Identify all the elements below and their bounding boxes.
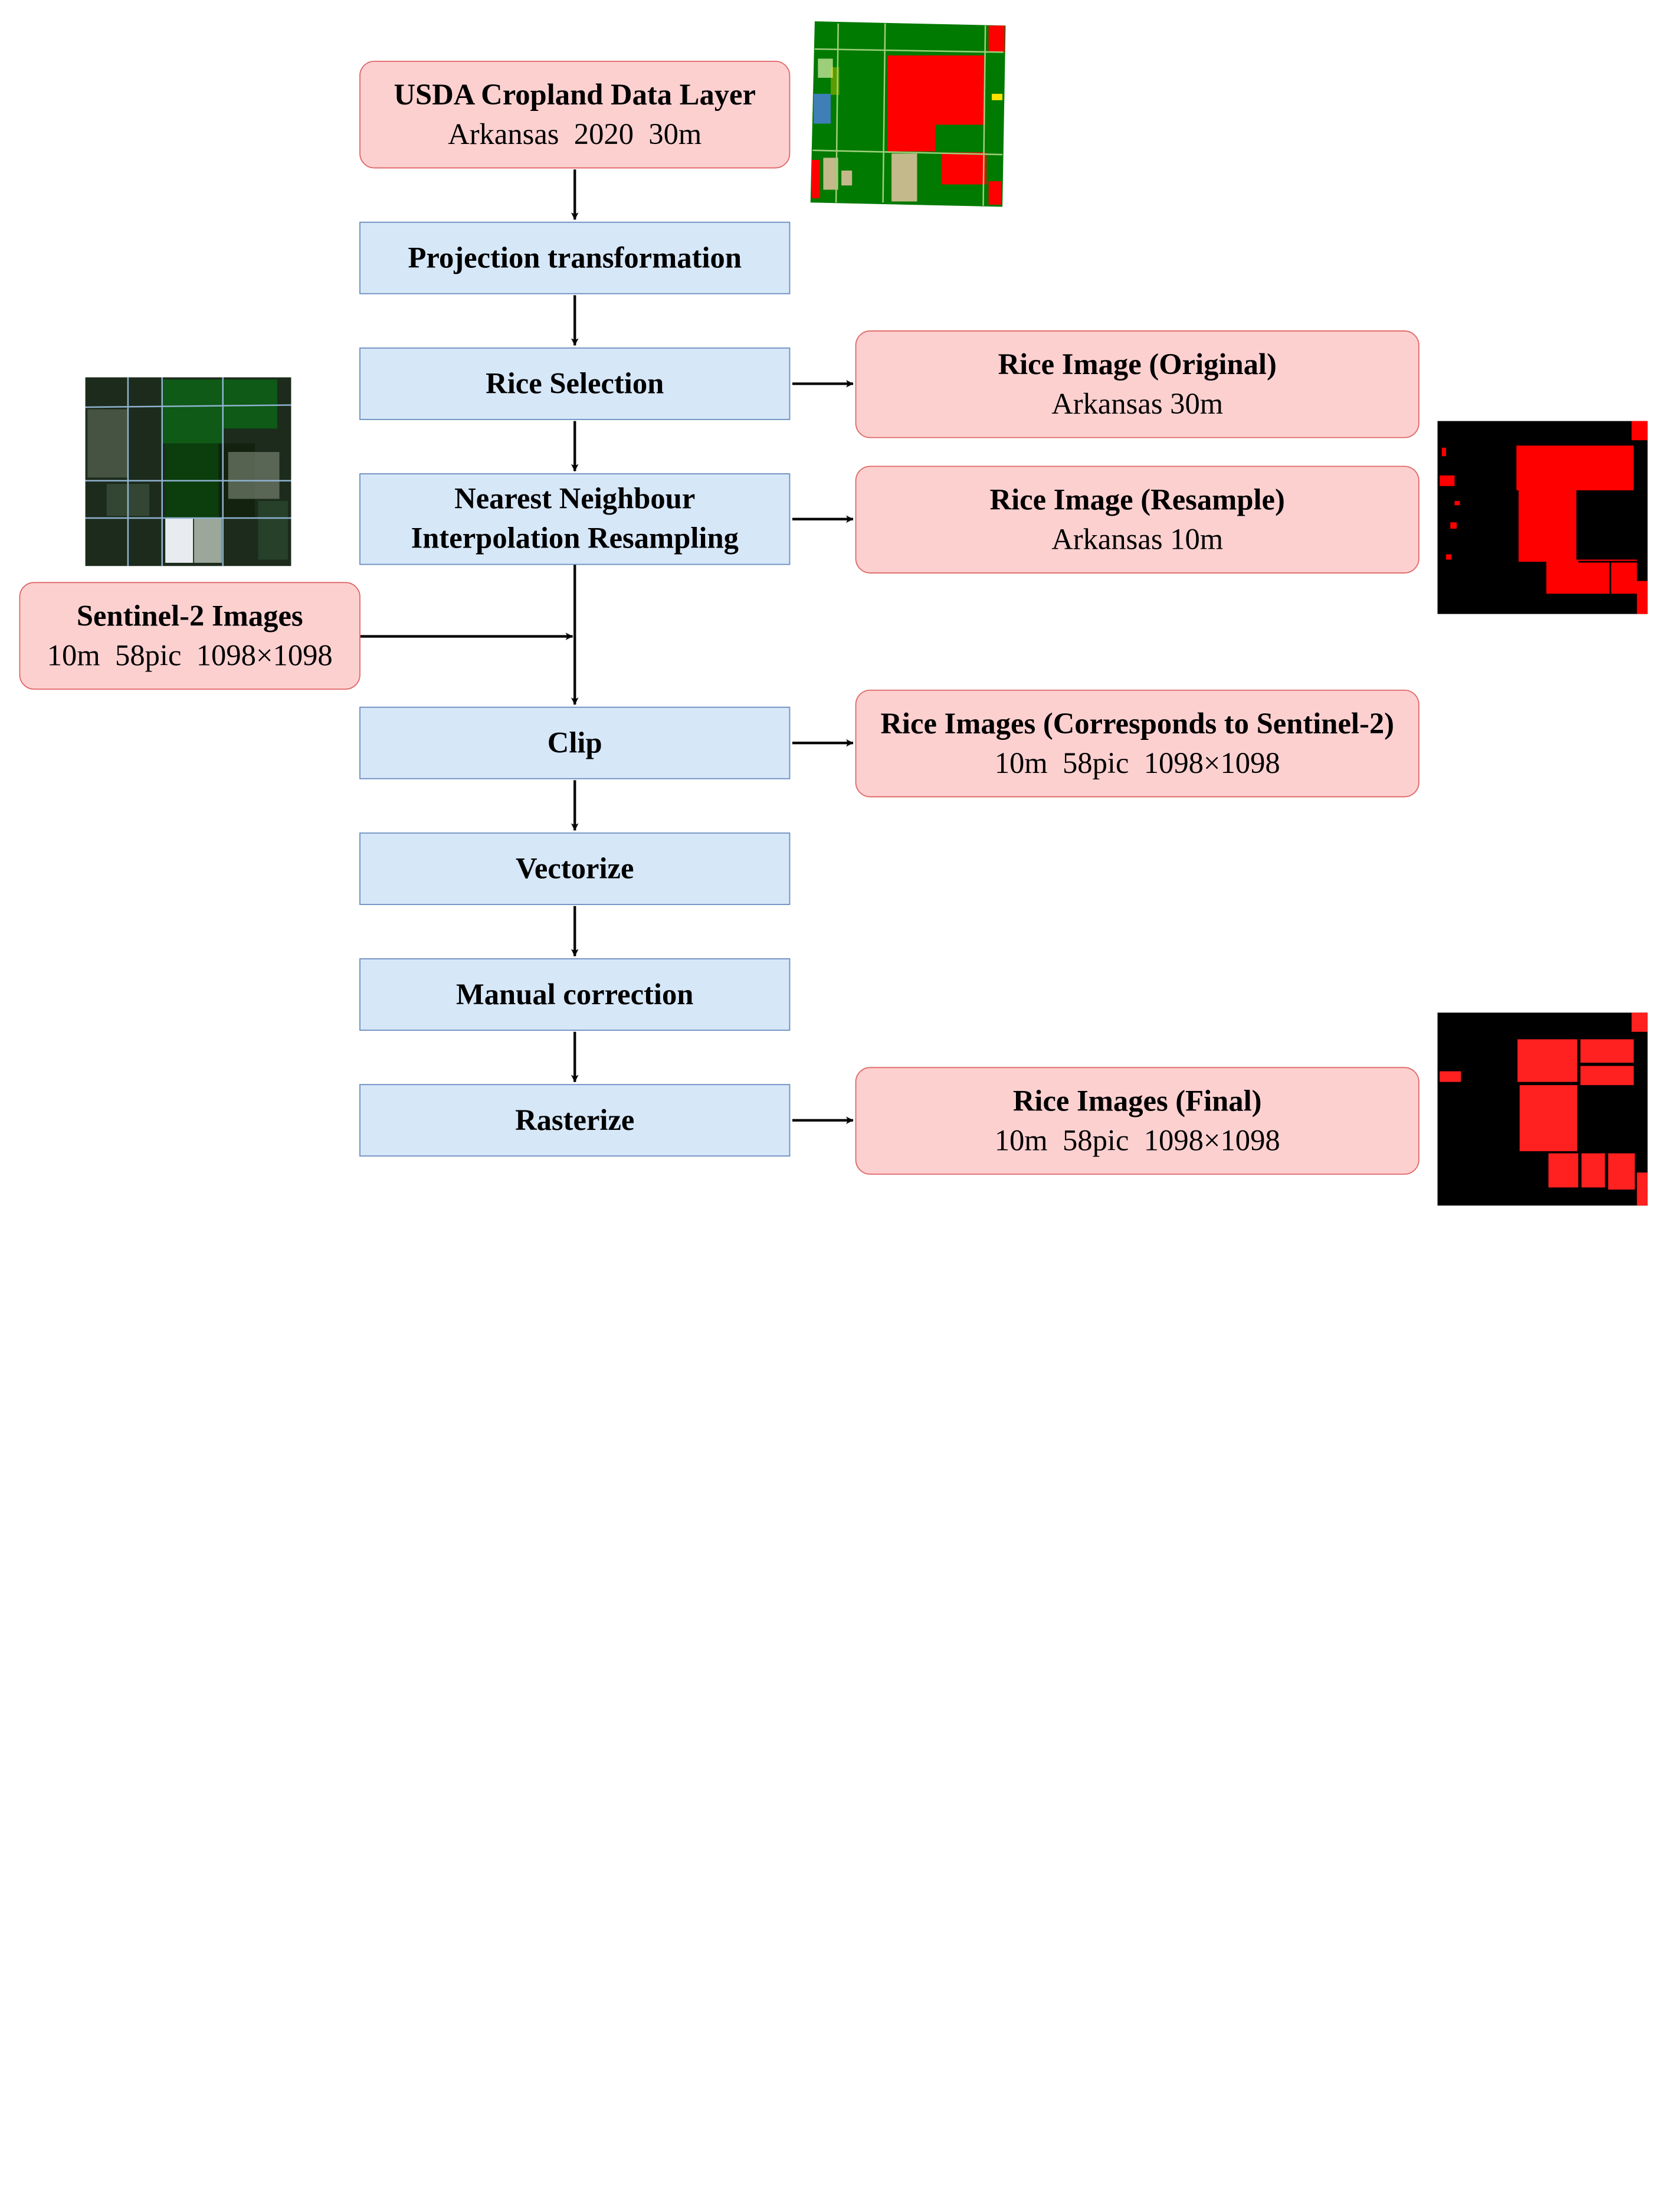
flowchart-arrows	[85, 21, 1648, 1206]
rasterize-box: Rasterize	[359, 1084, 791, 1157]
rice-final-title: Rice Images (Final)	[1012, 1084, 1262, 1118]
manual-correction-box: Manual correction	[359, 958, 791, 1031]
projection-title: Projection transformation	[408, 241, 742, 275]
clip-title: Clip	[547, 726, 602, 760]
vectorize-box: Vectorize	[359, 832, 791, 905]
cdl-thumbnail	[810, 21, 1006, 207]
nearest-neighbour-title-line2: Interpolation Resampling	[411, 522, 739, 556]
rice-sentinel-box: Rice Images (Corresponds to Sentinel-2) …	[855, 689, 1420, 798]
clip-box: Clip	[359, 706, 791, 779]
sentinel2-box: Sentinel-2 Images 10m 58pic 1098×1098	[19, 582, 360, 690]
rice-original-subtitle: Arkansas 30m	[1051, 387, 1224, 421]
rice-resample-box: Rice Image (Resample) Arkansas 10m	[855, 466, 1420, 574]
projection-box: Projection transformation	[359, 221, 791, 294]
rice-selection-title: Rice Selection	[486, 367, 664, 401]
rice-original-title: Rice Image (Original)	[998, 348, 1277, 381]
usda-cdl-subtitle: Arkansas 2020 30m	[448, 117, 702, 151]
usda-cdl-box: USDA Cropland Data Layer Arkansas 2020 3…	[359, 60, 791, 169]
usda-cdl-title: USDA Cropland Data Layer	[394, 78, 756, 112]
sentinel-thumbnail	[85, 377, 291, 566]
rice-final-subtitle: 10m 58pic 1098×1098	[994, 1124, 1280, 1158]
rice-original-box: Rice Image (Original) Arkansas 30m	[855, 330, 1420, 438]
rice-final-box: Rice Images (Final) 10m 58pic 1098×1098	[855, 1067, 1420, 1175]
rice-sentinel-title: Rice Images (Corresponds to Sentinel-2)	[880, 707, 1394, 740]
manual-correction-title: Manual correction	[455, 978, 694, 1011]
rice-resample-subtitle: Arkansas 10m	[1051, 523, 1224, 556]
sentinel2-title: Sentinel-2 Images	[76, 599, 303, 633]
rice-mask-final-thumbnail	[1437, 1012, 1648, 1206]
rasterize-title: Rasterize	[515, 1103, 635, 1137]
vectorize-title: Vectorize	[516, 852, 634, 886]
rice-sentinel-subtitle: 10m 58pic 1098×1098	[994, 746, 1280, 780]
rice-selection-box: Rice Selection	[359, 347, 791, 420]
nearest-neighbour-box: Nearest Neighbour Interpolation Resampli…	[359, 473, 791, 565]
sentinel2-subtitle: 10m 58pic 1098×1098	[47, 639, 333, 673]
rice-mask-resample-thumbnail	[1437, 421, 1648, 614]
nearest-neighbour-title-line1: Nearest Neighbour	[454, 483, 696, 516]
rice-resample-title: Rice Image (Resample)	[989, 483, 1285, 517]
